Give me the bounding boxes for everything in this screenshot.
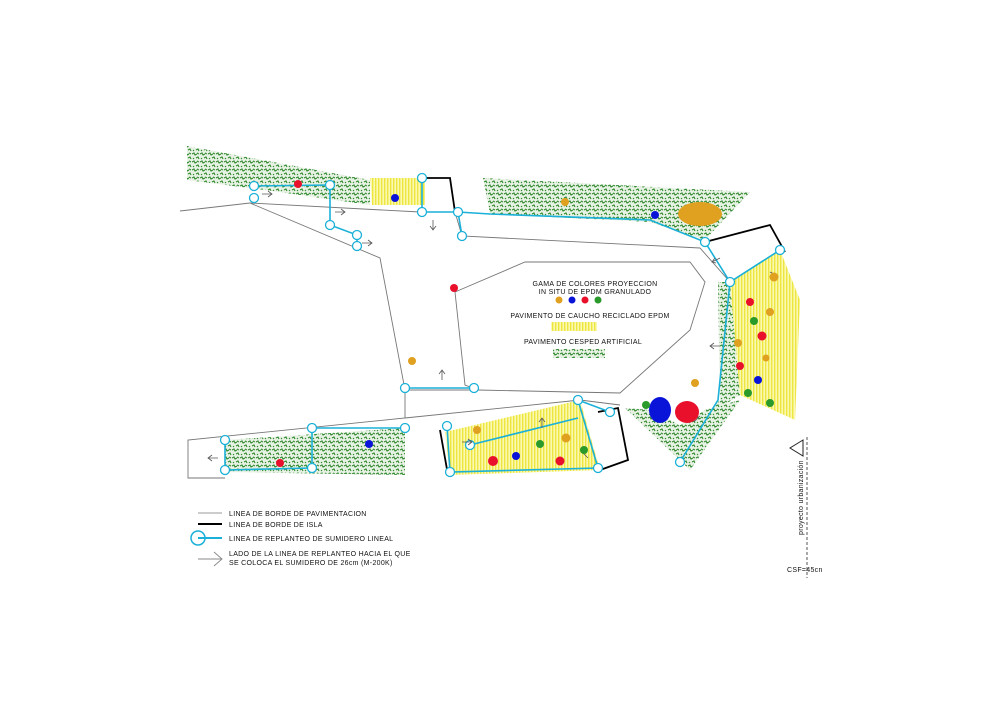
- drain-node: [572, 394, 584, 406]
- drain-node: [774, 244, 786, 256]
- drain-node: [248, 180, 260, 192]
- drain-node: [592, 462, 604, 474]
- drain-node: [306, 462, 318, 474]
- drain-node: [219, 434, 231, 446]
- cesped-label: PAVIMENTO CESPED ARTIFICIAL: [524, 339, 642, 346]
- drain-node: [324, 219, 336, 231]
- drain-node: [306, 422, 318, 434]
- drain-node: [351, 240, 363, 252]
- legend-isla: LINEA DE BORDE DE ISLA: [229, 522, 323, 529]
- drain-node: [399, 422, 411, 434]
- drain-node: [674, 456, 686, 468]
- drain-node: [468, 382, 480, 394]
- drain-node: [219, 464, 231, 476]
- legend-pavimentacion: LINEA DE BORDE DE PAVIMENTACION: [229, 511, 367, 518]
- epdm-spot-red: [675, 401, 699, 423]
- epdm-title-line-2: IN SITU DE EPDM GRANULADO: [539, 289, 652, 296]
- drain-node: [416, 206, 428, 218]
- drain-node: [441, 420, 453, 432]
- drain-node: [699, 236, 711, 248]
- paving-border-lines: [179, 202, 731, 479]
- drain-node: [456, 230, 468, 242]
- materials-legend: GAMA DE COLORES PROYECCION IN SITU DE EP…: [510, 281, 669, 358]
- drain-node: [724, 276, 736, 288]
- section-marker: proyecto urbanización CSF=45cn: [787, 437, 823, 578]
- legend-lado-1: LADO DE LA LINEA DE REPLANTEO HACIA EL Q…: [229, 551, 411, 558]
- caucho-label: PAVIMENTO DE CAUCHO RECICLADO EPDM: [510, 313, 669, 320]
- drain-side-arrows: [207, 190, 779, 462]
- epdm-color-dots: [276, 180, 779, 467]
- drain-node: [444, 466, 456, 478]
- drain-node: [351, 229, 363, 241]
- line-legend: LINEA DE BORDE DE PAVIMENTACION LINEA DE…: [190, 511, 411, 567]
- section-label: proyecto urbanización: [798, 460, 805, 535]
- drain-node: [324, 179, 336, 191]
- drain-node: [248, 192, 260, 204]
- drain-nodes: [219, 172, 786, 478]
- drain-node: [399, 382, 411, 394]
- legend-lado-2: SE COLOCA EL SUMIDERO DE 26cm (M-200K): [229, 560, 393, 567]
- caucho-swatch: [551, 322, 597, 331]
- epdm-spot-orange: [678, 202, 722, 226]
- csf-label: CSF=45cn: [787, 567, 823, 574]
- drain-node: [452, 206, 464, 218]
- legend-sumidero: LINEA DE REPLANTEO DE SUMIDERO LINEAL: [229, 536, 393, 543]
- drain-node: [604, 406, 616, 418]
- drain-node: [416, 172, 428, 184]
- epdm-title-line-1: GAMA DE COLORES PROYECCION: [533, 281, 658, 288]
- artificial-grass-areas: [187, 146, 750, 475]
- epdm-spot-blue: [649, 397, 671, 423]
- cesped-swatch: [553, 349, 605, 358]
